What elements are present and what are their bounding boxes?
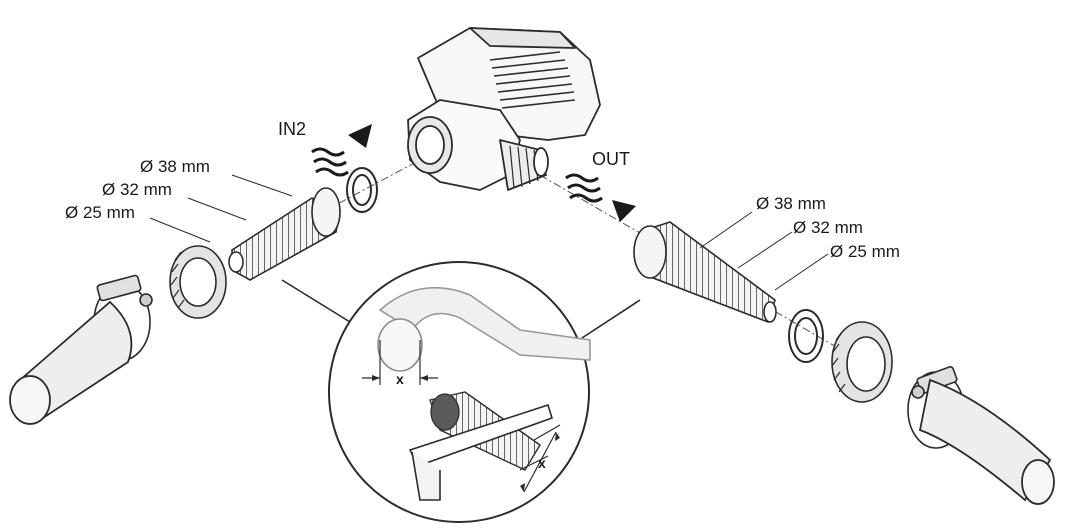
outlet-label: OUT <box>592 149 630 169</box>
seal-ring-right <box>788 309 824 363</box>
inlet-diameter-38: Ø 38 mm <box>140 157 210 176</box>
seal-ring-left <box>346 167 378 213</box>
outflow-arrow <box>565 173 636 222</box>
pump-body <box>407 27 601 191</box>
outlet-diameter-38: Ø 38 mm <box>756 194 826 213</box>
outlet-diameter-25: Ø 25 mm <box>830 242 900 261</box>
leader-lines-left <box>149 174 293 243</box>
callout-lines <box>281 279 641 339</box>
outlet-diameter-32: Ø 32 mm <box>793 218 863 237</box>
dimension-x-top: x <box>396 371 404 387</box>
hose-left <box>9 300 133 425</box>
dimension-x-bottom: x <box>538 455 546 471</box>
union-nut-right <box>831 321 893 403</box>
inlet-diameter-25: Ø 25 mm <box>65 203 135 222</box>
leader-lines-right <box>699 211 829 291</box>
union-nut-left <box>169 245 227 319</box>
hose-right <box>918 378 1055 505</box>
inlet-diameter-32: Ø 32 mm <box>102 180 172 199</box>
inflow-arrow <box>311 124 372 177</box>
inlet-label: IN2 <box>278 119 307 139</box>
hose-adapter-left <box>228 187 341 281</box>
detail-circle <box>328 261 591 523</box>
hose-adapter-right <box>633 221 777 324</box>
